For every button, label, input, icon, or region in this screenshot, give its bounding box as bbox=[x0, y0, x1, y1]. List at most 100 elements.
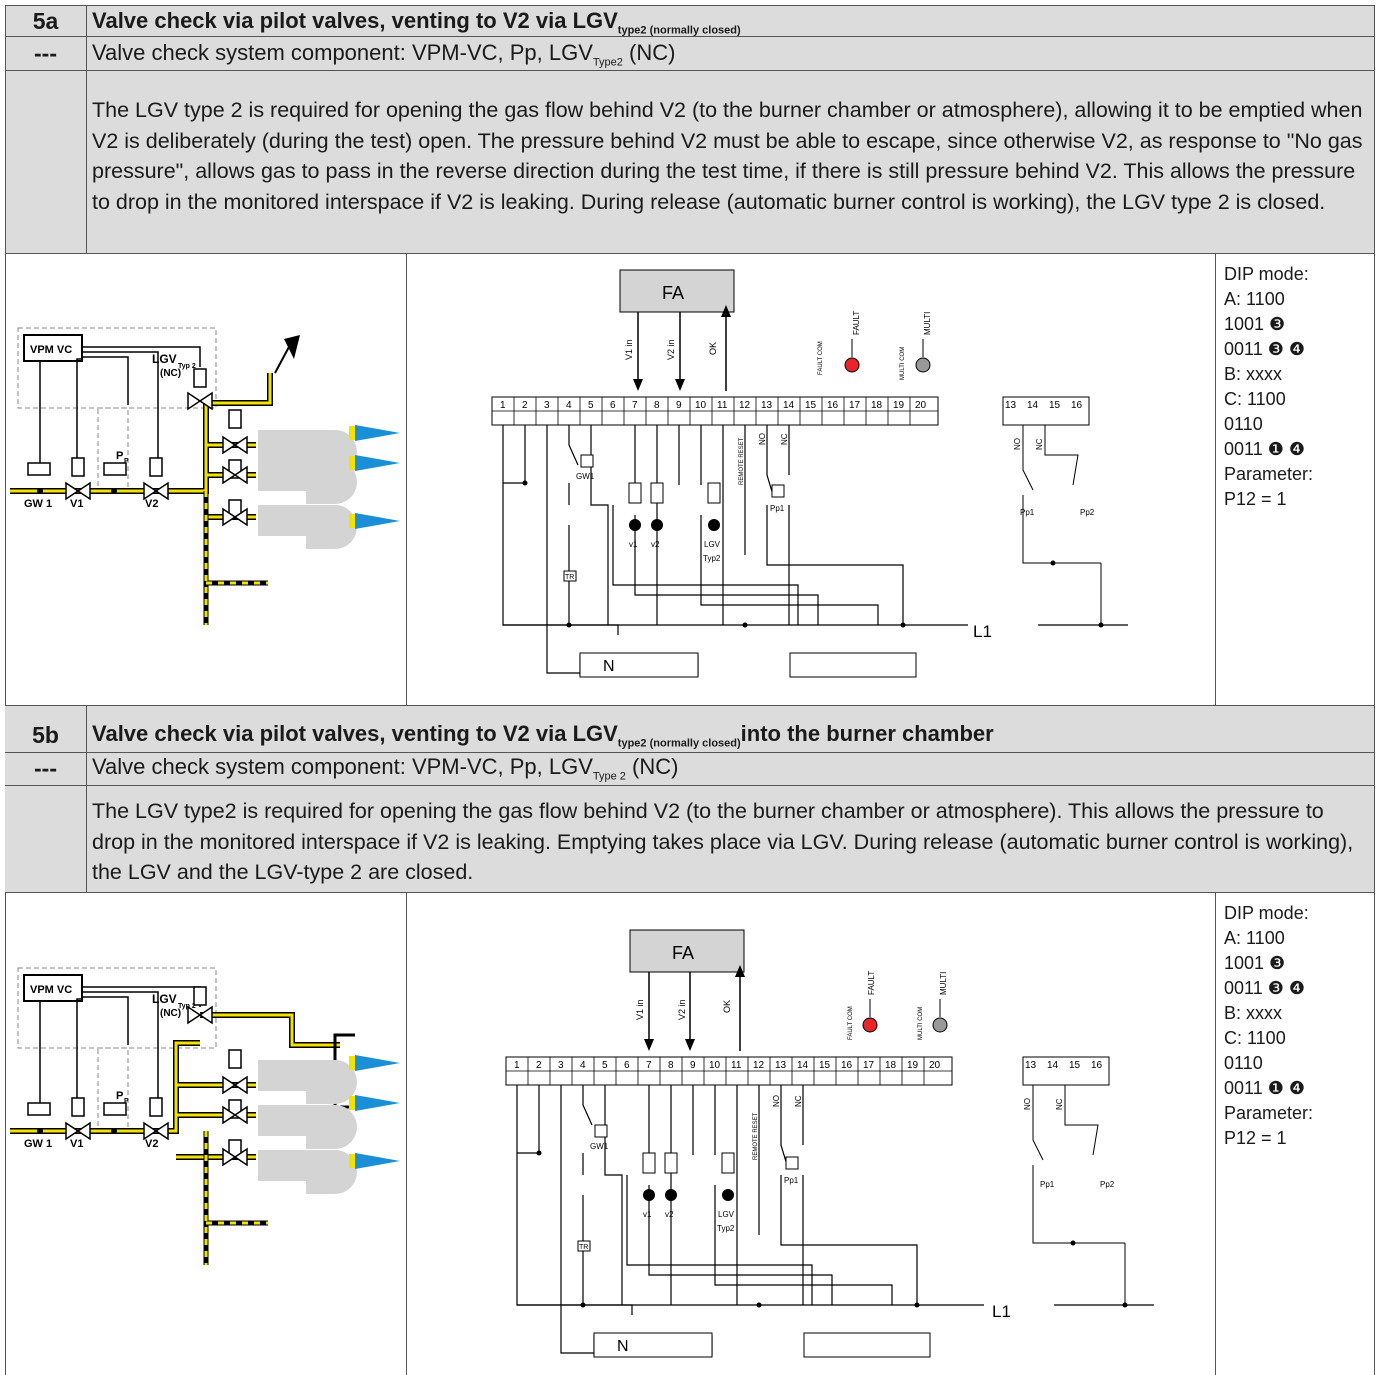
svg-text:11: 11 bbox=[717, 400, 728, 411]
section-b-header bbox=[86, 706, 1374, 892]
svg-text:L1: L1 bbox=[973, 622, 992, 641]
svg-text:OK: OK bbox=[722, 1000, 732, 1013]
svg-text:V1 in: V1 in bbox=[624, 339, 634, 360]
svg-text:REMOTE RESET: REMOTE RESET bbox=[753, 1112, 759, 1160]
svg-text:V2: V2 bbox=[145, 1138, 158, 1150]
section-b-component: Valve check system component: VPM-VC, Pp… bbox=[92, 754, 679, 783]
svg-text:GW 1: GW 1 bbox=[24, 1138, 52, 1150]
svg-text:Pp1: Pp1 bbox=[770, 504, 785, 513]
svg-text:v1: v1 bbox=[629, 540, 638, 549]
piping-vpm-label: VPM VC bbox=[30, 344, 72, 356]
svg-text:15: 15 bbox=[1069, 1060, 1081, 1071]
svg-text:V2 in: V2 in bbox=[666, 339, 676, 360]
svg-text:1: 1 bbox=[500, 400, 506, 411]
svg-text:7: 7 bbox=[646, 1060, 652, 1071]
section-b-description: The LGV type2 is required for opening th… bbox=[92, 799, 1354, 884]
svg-text:GW 1: GW 1 bbox=[24, 498, 52, 510]
svg-text:TR: TR bbox=[579, 1244, 588, 1251]
svg-text:3: 3 bbox=[544, 400, 550, 411]
svg-text:10: 10 bbox=[709, 1060, 721, 1071]
section-a-title: Valve check via pilot valves, venting to… bbox=[92, 8, 741, 37]
section-a-header bbox=[86, 5, 1374, 253]
svg-text:18: 18 bbox=[871, 400, 883, 411]
svg-text:NO: NO bbox=[1023, 1098, 1032, 1110]
svg-text:17: 17 bbox=[849, 400, 861, 411]
svg-text:5: 5 bbox=[602, 1060, 608, 1071]
svg-text:LGV: LGV bbox=[152, 992, 177, 1006]
section-a-dashes: --- bbox=[34, 40, 57, 66]
svg-text:15: 15 bbox=[1049, 400, 1061, 411]
svg-text:12: 12 bbox=[753, 1060, 765, 1071]
svg-text:LGV: LGV bbox=[152, 352, 177, 366]
svg-text:NC: NC bbox=[794, 1095, 803, 1107]
svg-text:10: 10 bbox=[695, 400, 707, 411]
svg-text:13: 13 bbox=[775, 1060, 787, 1071]
svg-text:3: 3 bbox=[558, 1060, 564, 1071]
section-b-piping-diagram: VPM VC LGV Typ 2 (NC) P P GW 1 V1 V2 bbox=[10, 967, 400, 1265]
section-a-component: Valve check system component: VPM-VC, Pp… bbox=[92, 40, 676, 69]
svg-text:8: 8 bbox=[654, 400, 660, 411]
svg-text:P: P bbox=[116, 1090, 123, 1102]
svg-text:2: 2 bbox=[522, 400, 528, 411]
svg-text:N: N bbox=[603, 658, 615, 675]
section-b-wiring-diagram: FA V1 in V2 in OK FAULT COM FAULT MULTI … bbox=[505, 929, 1154, 1358]
svg-text:16: 16 bbox=[827, 400, 839, 411]
svg-text:V1: V1 bbox=[70, 498, 83, 510]
svg-text:Pp1: Pp1 bbox=[784, 1176, 799, 1185]
svg-text:V2: V2 bbox=[145, 498, 158, 510]
svg-text:GW1: GW1 bbox=[590, 1142, 609, 1151]
svg-text:LGV: LGV bbox=[718, 1210, 735, 1219]
svg-text:4: 4 bbox=[566, 400, 572, 411]
svg-text:20: 20 bbox=[915, 400, 927, 411]
section-a-tag: 5a bbox=[32, 8, 59, 34]
svg-text:14: 14 bbox=[783, 400, 795, 411]
svg-text:20: 20 bbox=[929, 1060, 941, 1071]
svg-text:MULTI COM: MULTI COM bbox=[918, 1007, 924, 1040]
svg-text:N: N bbox=[617, 1338, 629, 1355]
svg-text:13: 13 bbox=[1025, 1060, 1037, 1071]
svg-text:FA: FA bbox=[662, 283, 684, 303]
svg-text:19: 19 bbox=[907, 1060, 919, 1071]
svg-text:16: 16 bbox=[841, 1060, 853, 1071]
svg-text:9: 9 bbox=[676, 400, 682, 411]
svg-text:1: 1 bbox=[514, 1060, 520, 1071]
svg-text:14: 14 bbox=[1047, 1060, 1059, 1071]
svg-text:NC: NC bbox=[1055, 1098, 1064, 1110]
svg-text:v2: v2 bbox=[665, 1210, 674, 1219]
svg-text:19: 19 bbox=[893, 400, 905, 411]
svg-text:(NC): (NC) bbox=[160, 1008, 181, 1019]
svg-text:18: 18 bbox=[885, 1060, 897, 1071]
svg-text:Pp1: Pp1 bbox=[1020, 508, 1035, 517]
svg-text:FA: FA bbox=[672, 943, 694, 963]
svg-text:13: 13 bbox=[761, 400, 773, 411]
svg-text:NO: NO bbox=[1013, 438, 1022, 450]
svg-text:P: P bbox=[124, 1098, 129, 1105]
svg-text:11: 11 bbox=[731, 1060, 742, 1071]
svg-text:MULTI: MULTI bbox=[923, 312, 932, 335]
svg-text:13: 13 bbox=[1005, 400, 1017, 411]
svg-text:P: P bbox=[124, 458, 129, 465]
svg-text:7: 7 bbox=[632, 400, 638, 411]
svg-text:v1: v1 bbox=[643, 1210, 652, 1219]
section-a-piping-diagram: VPM VC LGV Typ 2 (NC) P P GW 1 V1 V2 bbox=[10, 327, 400, 625]
svg-text:OK: OK bbox=[708, 342, 718, 355]
svg-text:NC: NC bbox=[1035, 438, 1044, 450]
svg-text:Typ 2: Typ 2 bbox=[178, 363, 196, 370]
svg-text:15: 15 bbox=[805, 400, 817, 411]
svg-text:NC: NC bbox=[780, 433, 789, 445]
section-b-tag: 5b bbox=[32, 722, 59, 748]
svg-text:MULTI: MULTI bbox=[939, 972, 948, 995]
svg-text:FAULT COM: FAULT COM bbox=[818, 341, 824, 375]
svg-text:4: 4 bbox=[580, 1060, 586, 1071]
svg-text:17: 17 bbox=[863, 1060, 875, 1071]
svg-text:5: 5 bbox=[588, 400, 594, 411]
svg-text:V1 in: V1 in bbox=[635, 999, 645, 1020]
svg-text:Typ2: Typ2 bbox=[703, 554, 721, 563]
svg-text:FAULT: FAULT bbox=[867, 971, 876, 995]
section-b-dashes: --- bbox=[34, 755, 57, 781]
svg-text:V2 in: V2 in bbox=[677, 999, 687, 1020]
svg-text:FAULT: FAULT bbox=[852, 311, 861, 335]
svg-text:16: 16 bbox=[1071, 400, 1083, 411]
svg-text:Pp1: Pp1 bbox=[1040, 1180, 1055, 1189]
